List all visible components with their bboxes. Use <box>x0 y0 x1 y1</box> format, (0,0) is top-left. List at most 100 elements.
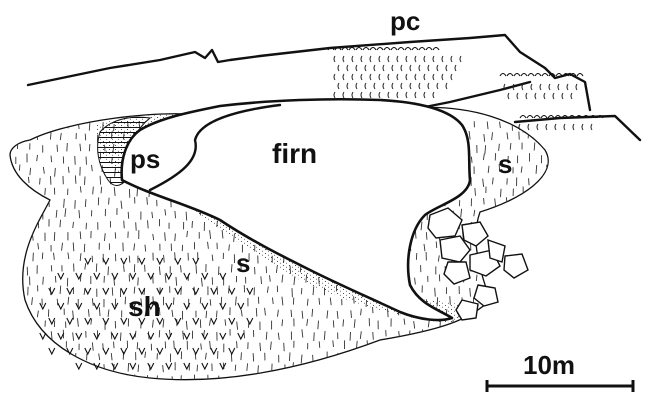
talus-tick <box>301 355 302 364</box>
talus-tick <box>79 210 80 218</box>
talus-tick <box>269 275 270 281</box>
rock-tick <box>446 65 447 71</box>
talus-tick <box>85 199 86 207</box>
talus-tick <box>173 297 174 304</box>
talus-tick <box>15 243 16 250</box>
sh-v-mark <box>193 288 199 294</box>
talus-tick <box>61 351 62 359</box>
talus-tick <box>537 299 538 306</box>
talus-tick <box>32 321 33 330</box>
talus-tick <box>196 265 197 273</box>
talus-tick <box>27 330 28 337</box>
talus-tick <box>43 277 44 285</box>
rock-tick <box>361 92 362 98</box>
talus-tick <box>483 154 484 160</box>
talus-tick <box>485 145 486 154</box>
rock-tick <box>555 124 556 130</box>
rock-tick <box>415 56 416 62</box>
rock-scallop <box>520 116 526 119</box>
talus-tick <box>38 331 39 339</box>
rock-tick <box>388 92 389 98</box>
talus-tick <box>449 364 450 371</box>
talus-tick <box>153 234 154 240</box>
rock-tick <box>356 65 357 71</box>
rock-tick <box>522 84 523 90</box>
talus-tick <box>60 220 61 227</box>
rock-tick <box>455 65 456 71</box>
talus-tick <box>241 352 242 360</box>
rock-tick <box>361 56 362 62</box>
talus-tick <box>75 175 76 183</box>
rock-scallop <box>527 116 533 119</box>
sh-v-mark <box>121 318 127 324</box>
talus-tick <box>553 222 554 228</box>
sh-v-mark <box>139 258 145 264</box>
sh-v-mark <box>229 318 235 324</box>
sh-v-mark <box>40 303 46 309</box>
talus-tick <box>291 310 292 317</box>
rock-tick <box>406 74 407 80</box>
talus-tick <box>108 309 109 316</box>
talus-tick <box>172 310 173 317</box>
talus-tick <box>88 309 89 316</box>
rock-tick <box>567 84 568 90</box>
talus-tick <box>447 377 448 385</box>
rock-tick <box>347 65 348 71</box>
talus-tick <box>54 253 55 260</box>
talus-tick <box>176 277 177 286</box>
talus-tick <box>124 265 125 272</box>
scale-bar: 10m <box>487 350 633 392</box>
talus-tick <box>544 245 545 251</box>
talus-tick <box>37 155 38 161</box>
sh-v-mark <box>112 333 118 339</box>
talus-tick <box>461 209 462 217</box>
talus-tick <box>32 297 33 305</box>
rock-tick <box>397 92 398 98</box>
talus-tick <box>216 311 217 318</box>
sh-v-mark <box>94 333 100 339</box>
rock-tick <box>392 83 393 89</box>
rock-tick <box>564 124 565 130</box>
talus-tick <box>27 375 28 382</box>
sh-v-mark <box>166 303 172 309</box>
rock-tick <box>526 93 527 99</box>
talus-tick <box>500 365 501 373</box>
talus-tick <box>313 286 314 295</box>
talus-tick <box>495 330 496 338</box>
talus-tick <box>414 321 415 328</box>
sh-v-mark <box>103 288 109 294</box>
talus-tick <box>471 352 472 359</box>
talus-tick <box>409 330 410 338</box>
talus-tick <box>112 287 113 295</box>
talus-tick <box>109 198 110 205</box>
rock-tick <box>517 93 518 99</box>
sh-v-mark <box>112 363 118 369</box>
talus-tick <box>201 343 202 349</box>
sh-v-mark <box>85 288 91 294</box>
talus-tick <box>60 133 61 140</box>
talus-tick <box>404 318 405 324</box>
talus-tick <box>80 231 81 239</box>
rock-tick <box>374 83 375 89</box>
talus-tick <box>488 211 489 219</box>
talus-tick <box>547 255 548 263</box>
rock-tick <box>370 56 371 62</box>
rock-tick <box>410 65 411 71</box>
sh-v-mark <box>157 258 163 264</box>
talus-tick <box>342 365 343 374</box>
sh-v-mark <box>58 273 64 279</box>
talus-tick <box>495 353 496 359</box>
talus-tick <box>282 297 283 306</box>
sh-v-mark <box>184 273 190 279</box>
talus-tick <box>326 373 327 380</box>
talus-tick <box>521 298 522 306</box>
rock-scallop <box>398 48 404 51</box>
sh-v-mark <box>49 288 55 294</box>
rock-tick <box>558 84 559 90</box>
talus-tick <box>440 344 441 351</box>
rock-scallop <box>535 74 541 77</box>
talus-tick <box>492 132 493 140</box>
talus-tick <box>20 343 21 350</box>
talus-tick <box>159 266 160 275</box>
talus-tick <box>93 187 94 195</box>
